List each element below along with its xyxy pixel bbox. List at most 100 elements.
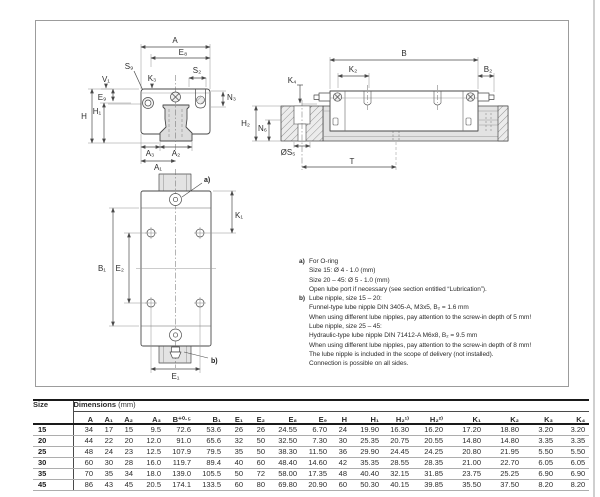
dim-cell: 72.6 [165, 424, 195, 436]
dim-cell: 3.20 [557, 424, 590, 436]
dim-cell: 22 [97, 435, 117, 447]
dim-cell: 3.35 [523, 435, 557, 447]
dim-label-V1: V₁ [102, 75, 110, 84]
dim-cell: 58.00 [269, 468, 301, 480]
dim-cell: 28 [117, 457, 137, 469]
note-line: When using different lube nipples, pay a… [299, 313, 567, 322]
dim-cell: 20.90 [301, 479, 331, 491]
dim-cell: 24 [97, 446, 117, 458]
dim-cell: 5.50 [557, 446, 590, 458]
column-header: A [73, 411, 97, 425]
dim-cell: 6.90 [523, 468, 557, 480]
column-header: A₁ [97, 411, 117, 425]
dim-label-E8: E₈ [179, 48, 188, 57]
dim-cell: 25.25 [485, 468, 523, 480]
dim-cell: 28.35 [413, 457, 447, 469]
dim-cell: 30 [331, 435, 351, 447]
note-text: Funnel-type lube nipple DIN 3405-A, M3x5… [309, 304, 469, 312]
dim-label-S5: ØS₅ [281, 148, 296, 157]
dim-label-N6: N₆ [258, 124, 267, 133]
dim-cell: 22.70 [485, 457, 523, 469]
note-line: When using different lube nipples, pay a… [299, 341, 567, 350]
size-cell: 30 [33, 457, 74, 469]
dim-cell: 42 [331, 457, 351, 469]
dim-label-K2: K₂ [349, 65, 357, 74]
dim-cell: 14.80 [485, 435, 523, 447]
dim-cell: 32 [225, 435, 247, 447]
column-header: H₁ [351, 411, 383, 425]
column-header: B₁ [195, 411, 225, 425]
dim-label-T: T [350, 157, 355, 166]
plan-view-drawing: a) b) K₁ B₁ E₂ E₁ [98, 169, 243, 381]
callout-a: a) [204, 177, 210, 184]
note-text: Size 20 – 45: Ø 5 - 1.0 (mm) [309, 276, 390, 284]
dim-cell: 35.50 [447, 479, 485, 491]
dim-cell: 91.0 [165, 435, 195, 447]
dim-cell: 86 [73, 479, 97, 491]
dim-cell: 79.5 [195, 446, 225, 458]
dim-label-A: A [172, 36, 178, 45]
note-line: Open lube port if necessary (see section… [299, 285, 567, 294]
note-text: Hydraulic-type lube nipple DIN 71412-A M… [309, 332, 478, 340]
note-tag: b) [299, 295, 306, 303]
column-header: K₄ [557, 411, 590, 425]
rail-profile [159, 104, 193, 142]
dim-cell: 20.80 [447, 446, 485, 458]
dim-cell: 34 [117, 468, 137, 480]
dim-cell: 133.5 [195, 479, 225, 491]
dim-label-A3: A₃ [146, 149, 155, 158]
dim-cell: 5.50 [523, 446, 557, 458]
dim-cell: 60 [331, 479, 351, 491]
size-column-header: Size [33, 400, 74, 425]
dim-cell: 45 [117, 479, 137, 491]
dim-cell: 139.0 [165, 468, 195, 480]
note-text: When using different lube nipples, pay a… [309, 341, 532, 349]
dim-cell: 34 [73, 424, 97, 436]
note-text: Connection is possible on all sides. [309, 360, 409, 368]
dim-cell: 9.5 [137, 424, 165, 436]
size-cell: 20 [33, 435, 74, 447]
column-header: H₂¹⁾ [383, 411, 413, 425]
dim-cell: 16.30 [383, 424, 413, 436]
dim-cell: 17.20 [447, 424, 485, 436]
dim-label-E9: E₉ [98, 93, 107, 102]
dim-cell: 48.40 [269, 457, 301, 469]
dim-cell: 16.0 [137, 457, 165, 469]
side-view-drawing: B K₂ B₂ K₄ H₂ N₆ ØS₅ T [241, 49, 509, 170]
dim-cell: 20.5 [137, 479, 165, 491]
dim-cell: 60 [225, 479, 247, 491]
column-header: B⁺⁰·⁵ [165, 411, 195, 425]
s9-screw-icon [142, 97, 154, 109]
dim-cell: 26 [225, 424, 247, 436]
column-header: K₂ [485, 411, 523, 425]
dim-cell: 3.20 [523, 424, 557, 436]
column-header: E₂ [247, 411, 269, 425]
dim-cell: 60 [73, 457, 97, 469]
dim-cell: 48 [331, 468, 351, 480]
column-header: E₈ [269, 411, 301, 425]
page-edge-line [593, 0, 595, 497]
dim-cell: 25.35 [351, 435, 383, 447]
dim-cell: 26 [247, 424, 269, 436]
note-line: a)For O-ring [299, 257, 567, 266]
dim-cell: 35.35 [351, 457, 383, 469]
dim-cell: 40 [225, 457, 247, 469]
dim-cell: 32.15 [383, 468, 413, 480]
dim-label-E2: E₂ [116, 264, 124, 273]
dim-cell: 17.35 [301, 468, 331, 480]
note-text: Lube nipple, size 25 – 45: [309, 323, 382, 331]
dim-cell: 24.25 [413, 446, 447, 458]
dim-cell: 18.0 [137, 468, 165, 480]
dim-cell: 8.20 [557, 479, 590, 491]
note-line: b)Lube nipple, size 15 – 20: [299, 294, 567, 303]
dim-label-N3: N₃ [227, 93, 236, 102]
dim-label-S9: S₉ [125, 62, 134, 71]
lube-port-top [169, 193, 182, 206]
dim-cell: 38.30 [269, 446, 301, 458]
dim-label-B1: B₁ [98, 264, 106, 273]
dim-cell: 119.7 [165, 457, 195, 469]
dim-cell: 80 [247, 479, 269, 491]
dim-label-K3: K₃ [148, 74, 157, 83]
dim-cell: 40.15 [383, 479, 413, 491]
